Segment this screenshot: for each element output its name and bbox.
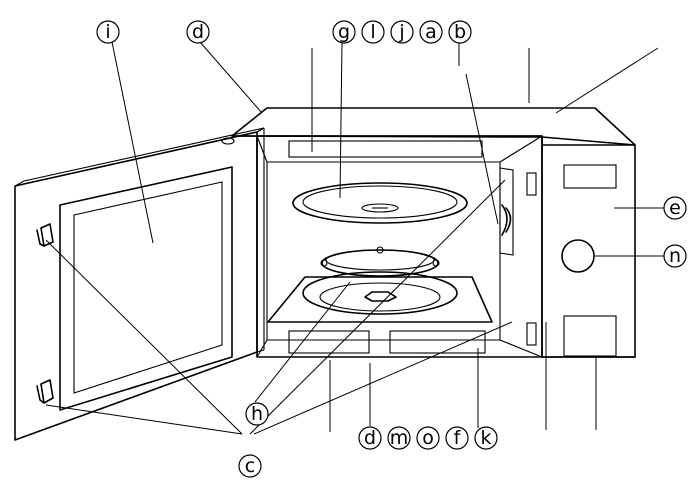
label-d-bottom: d bbox=[364, 427, 376, 449]
callout-j: j bbox=[390, 20, 414, 44]
door-window-glass bbox=[73, 181, 223, 394]
label-o: o bbox=[422, 427, 434, 449]
timer-knob bbox=[561, 239, 595, 273]
callout-e: e bbox=[663, 196, 687, 220]
callout-d-top: d bbox=[186, 20, 210, 44]
callout-o: o bbox=[416, 426, 440, 450]
label-m: m bbox=[390, 427, 409, 449]
turntable-parts bbox=[267, 182, 493, 323]
glass-tray bbox=[292, 182, 468, 224]
top-vent bbox=[288, 140, 483, 158]
label-i: i bbox=[105, 21, 110, 43]
callout-m: m bbox=[387, 426, 411, 450]
callout-d-bottom: d bbox=[358, 426, 382, 450]
callout-c: c bbox=[238, 454, 262, 478]
door-catch-top bbox=[526, 172, 537, 196]
door-window-frame bbox=[59, 166, 233, 411]
label-f: f bbox=[454, 427, 462, 449]
callout-b: b bbox=[448, 20, 472, 44]
bottom-vent-right bbox=[389, 330, 486, 354]
callout-i: i bbox=[96, 20, 120, 44]
label-h: h bbox=[251, 403, 263, 425]
callout-h: h bbox=[245, 402, 269, 426]
label-n: n bbox=[669, 245, 681, 267]
door-hinge-top bbox=[36, 223, 54, 247]
door-latch bbox=[221, 137, 235, 145]
callout-k: k bbox=[474, 426, 498, 450]
control-panel bbox=[541, 136, 636, 358]
callout-g: g bbox=[332, 20, 356, 44]
power-selector bbox=[563, 315, 617, 357]
label-a: a bbox=[425, 21, 437, 43]
label-c: c bbox=[245, 455, 255, 477]
leader-lines bbox=[45, 41, 686, 435]
callout-f: f bbox=[445, 426, 469, 450]
label-e: e bbox=[669, 197, 681, 219]
label-l: l bbox=[370, 21, 375, 43]
cabinet bbox=[231, 107, 636, 358]
tray-floor bbox=[267, 276, 493, 323]
label-k: k bbox=[480, 427, 491, 449]
callout-n: n bbox=[663, 244, 687, 268]
door-hinge-bottom bbox=[36, 379, 54, 404]
display-window bbox=[563, 164, 617, 189]
label-g: g bbox=[338, 21, 350, 43]
coupler bbox=[364, 291, 397, 302]
callout-l: l bbox=[361, 20, 385, 44]
callout-a: a bbox=[419, 20, 443, 44]
label-d-top: d bbox=[192, 21, 204, 43]
bottom-vent-left bbox=[288, 330, 370, 354]
mica-cover bbox=[501, 204, 512, 236]
label-b: b bbox=[454, 21, 466, 43]
label-j: j bbox=[398, 21, 404, 43]
door-catch-bottom bbox=[526, 322, 537, 346]
